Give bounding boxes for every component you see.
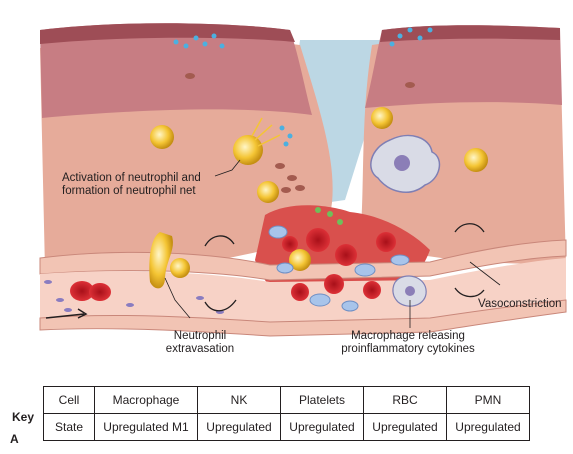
table-cell: NK bbox=[197, 386, 281, 414]
neutrophil-activated bbox=[233, 135, 263, 165]
nk-cells bbox=[268, 225, 410, 312]
neutrophil-extravasating bbox=[149, 232, 173, 289]
label-macrophage: Macrophage releasing proinflammatory cyt… bbox=[328, 330, 488, 356]
rbc-vessel bbox=[70, 281, 94, 301]
panel-letter: A bbox=[10, 432, 19, 446]
table-cell: PMN bbox=[446, 386, 530, 414]
label-line: Neutrophil bbox=[173, 330, 227, 342]
platelets bbox=[44, 280, 224, 314]
label-line: formation of neutrophil net bbox=[62, 185, 196, 197]
neutrophil-cell bbox=[150, 125, 174, 149]
cytokines bbox=[315, 207, 343, 225]
vessel-wall-bottom bbox=[39, 299, 567, 337]
neutrophil-net bbox=[251, 117, 281, 147]
leader-lines bbox=[164, 159, 501, 328]
table-cell: Upregulated bbox=[446, 413, 530, 441]
label-extravasation: Neutrophil extravasation bbox=[160, 330, 240, 356]
label-neutrophil-net: Activation of neutrophil and formation o… bbox=[62, 172, 201, 198]
label-vasoconstriction: Vasoconstriction bbox=[478, 298, 562, 311]
table-cell: RBC bbox=[363, 386, 447, 414]
table-cell: State bbox=[43, 413, 95, 441]
neutrophil-cell bbox=[289, 249, 311, 271]
stratum-corneum-left bbox=[40, 23, 295, 44]
label-line: extravasation bbox=[165, 343, 235, 355]
rbc-cluster bbox=[282, 228, 396, 301]
table-cell: Upregulated bbox=[197, 413, 281, 441]
bacteria bbox=[173, 27, 433, 147]
macrophage-nucleus bbox=[405, 286, 415, 296]
wound-healing-illustration bbox=[39, 23, 567, 337]
label-line: Macrophage releasing bbox=[351, 330, 465, 342]
neutrophil-cell bbox=[464, 148, 488, 172]
table-cell: Platelets bbox=[280, 386, 364, 414]
flow-arrow bbox=[45, 308, 88, 319]
epidermis-right bbox=[365, 25, 562, 108]
table-row: State Upregulated M1 Upregulated Upregul… bbox=[43, 413, 530, 441]
table-cell: Cell bbox=[43, 386, 95, 414]
rbc-vessel bbox=[89, 283, 111, 301]
vasoconstriction-arrows bbox=[204, 223, 485, 312]
neutrophil-cell bbox=[170, 258, 190, 278]
label-line: proinflammatory cytokines bbox=[341, 343, 475, 355]
table-cell: Upregulated bbox=[363, 413, 447, 441]
macrophage-nucleus bbox=[394, 155, 410, 171]
table-cell: Upregulated bbox=[280, 413, 364, 441]
platelet-debris bbox=[185, 73, 415, 193]
epidermis-left bbox=[40, 23, 312, 118]
label-line: Activation of neutrophil and bbox=[62, 172, 201, 184]
key-title: Key bbox=[12, 410, 35, 424]
table-cell: Upregulated M1 bbox=[94, 413, 198, 441]
table-row: Cell Macrophage NK Platelets RBC PMN bbox=[43, 386, 530, 414]
neutrophil-cell bbox=[371, 107, 393, 129]
key-table: Cell Macrophage NK Platelets RBC PMN Sta… bbox=[43, 386, 530, 441]
label-line: Vasoconstriction bbox=[478, 298, 562, 310]
table-cell: Macrophage bbox=[94, 386, 198, 414]
stratum-corneum-right bbox=[380, 25, 560, 42]
neutrophil-cell bbox=[257, 181, 279, 203]
